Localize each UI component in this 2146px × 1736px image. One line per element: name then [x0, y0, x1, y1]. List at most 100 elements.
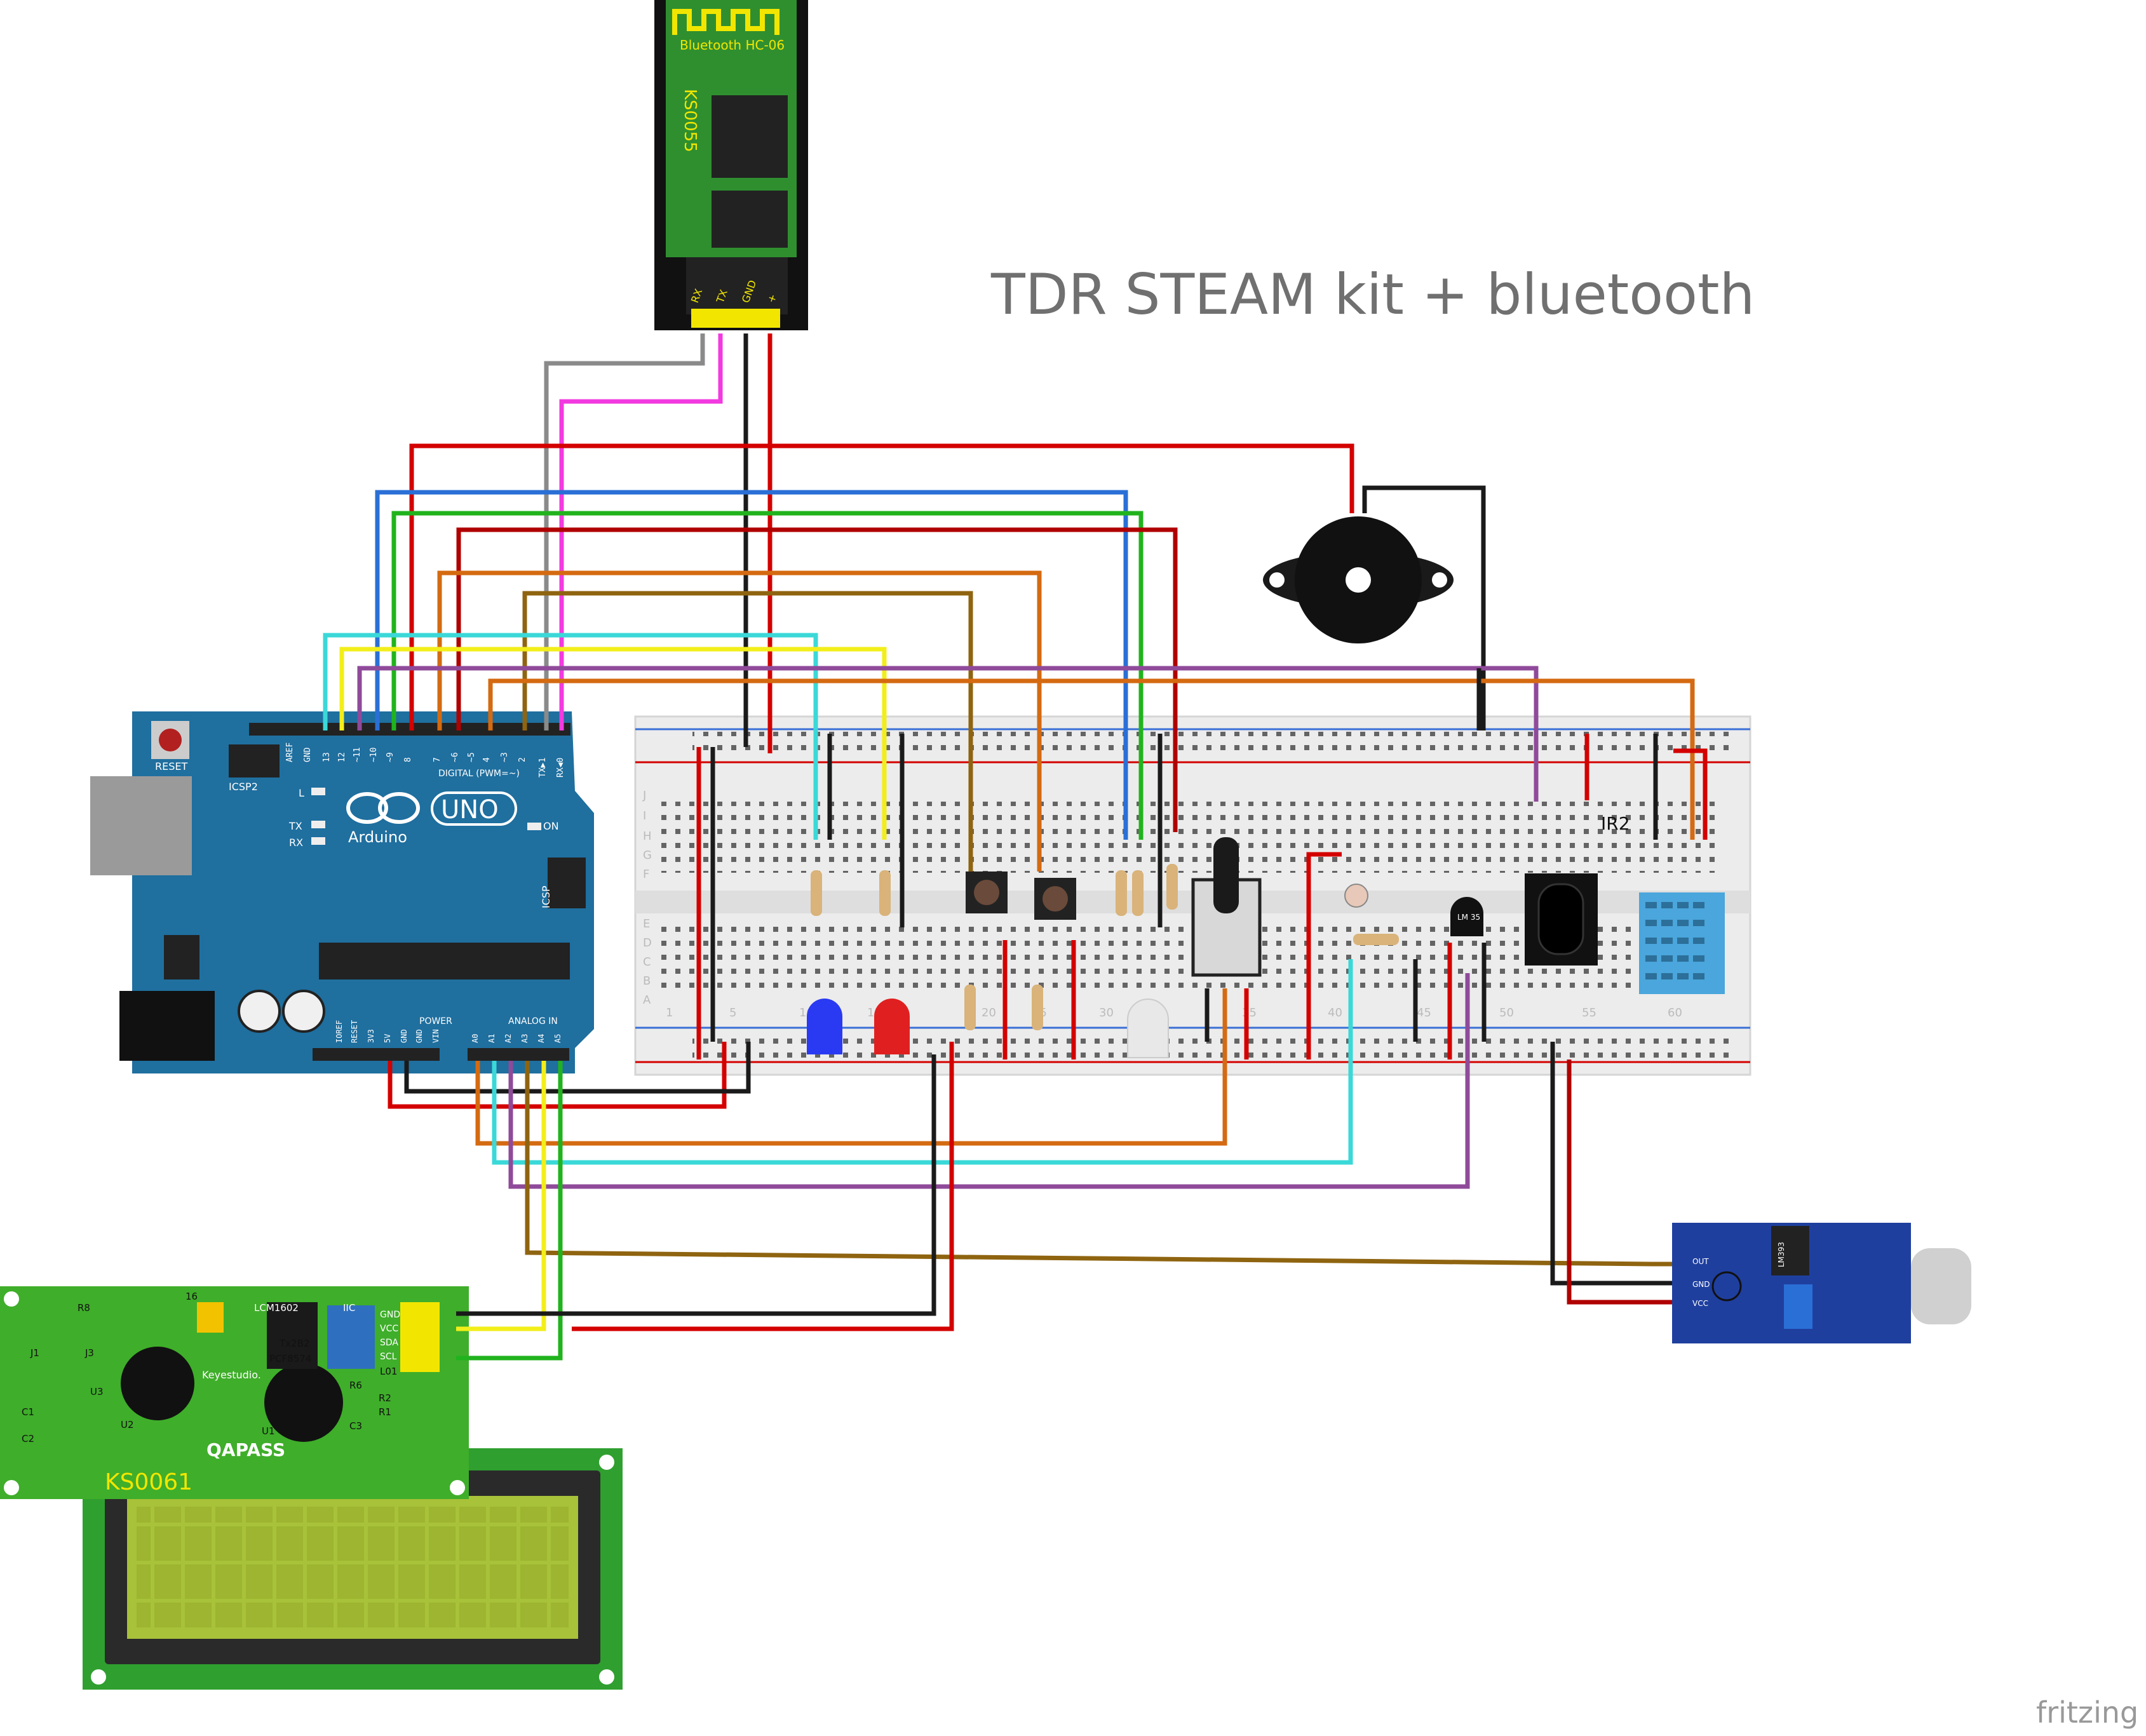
arduino-on-label: ON — [543, 820, 559, 832]
wire-green — [456, 1061, 563, 1361]
lcd-pin-label: SDA — [380, 1338, 398, 1348]
arduino-uno: RESET ICSP2 L TX RX ON UNO Arduino ICSP … — [90, 711, 594, 1073]
lcd-brand: QAPASS — [206, 1439, 285, 1460]
lcd-maker: Keyestudio. — [202, 1369, 261, 1381]
lcd-silkscreen: C2 — [22, 1433, 34, 1444]
arduino-power-pin: IOREF — [335, 1020, 344, 1043]
wire-red — [572, 1042, 954, 1331]
sound-pin-label: GND — [1692, 1280, 1710, 1289]
arduino-digital-pin: 4 — [482, 757, 492, 762]
arduino-power-pin: 3V3 — [367, 1029, 375, 1043]
arduino-icsp2-label: ICSP2 — [229, 781, 258, 793]
bb-row-label: D — [643, 936, 652, 950]
bb-col-label: 1 — [666, 1006, 673, 1019]
wire-black — [456, 1054, 936, 1316]
lcd-silkscreen: R1 — [379, 1406, 391, 1418]
wire-cyan — [323, 633, 818, 840]
lcd-module: KS0061 QAPASS LCM1602 IIC Keyestudio. GN… — [0, 1286, 623, 1690]
lcd-silkscreen: R2 — [379, 1392, 391, 1404]
arduino-digital-pin: ~5 — [467, 752, 476, 762]
lcd-silkscreen: C1 — [22, 1406, 34, 1418]
arduino-rx-label: RX — [289, 837, 303, 849]
lcd-pin-label: GND — [380, 1310, 400, 1320]
arduino-power-pin: RESET — [350, 1020, 359, 1043]
wires — [323, 333, 1708, 1361]
arduino-l-label: L — [299, 787, 304, 799]
arduino-analog-label: ANALOG IN — [508, 1016, 558, 1026]
lcd-silkscreen: 16 — [186, 1291, 198, 1302]
lcd-silkscreen: J1 — [30, 1347, 39, 1359]
bb-row-label: C — [643, 955, 651, 969]
wire-magenta — [559, 333, 723, 730]
wire-orange — [488, 678, 1695, 840]
bb-col-label: 35 — [1242, 1006, 1257, 1019]
lcd-silkscreen: R8 — [78, 1302, 90, 1314]
wire-black — [404, 1042, 751, 1094]
diagram-title: TDR STEAM kit + bluetooth — [990, 262, 1755, 327]
arduino-digital-pin: TX▶1 — [538, 758, 548, 777]
arduino-power-pin: VIN — [431, 1029, 440, 1043]
arduino-power-pin: GND — [400, 1029, 408, 1043]
lm35-label: LM 35 — [1457, 913, 1480, 922]
sound-pin-label: VCC — [1692, 1299, 1708, 1308]
wire-purple — [508, 973, 1470, 1189]
bb-col-label: 30 — [1099, 1006, 1114, 1019]
arduino-digital-pin: ~10 — [369, 748, 379, 762]
bb-col-label: 60 — [1668, 1006, 1682, 1019]
arduino-digital-pin: ~11 — [353, 748, 362, 762]
lcd-silkscreen: PCF8574 — [269, 1353, 311, 1364]
wire-purple — [357, 666, 1539, 802]
buzzer — [1263, 516, 1454, 643]
fritzing-watermark: fritzing — [2036, 1695, 2138, 1730]
wire-brown — [525, 1061, 1672, 1267]
arduino-digital-pin: 8 — [403, 757, 413, 762]
arduino-digital-pin: ~3 — [500, 752, 510, 762]
lcd-silkscreen: R6 — [349, 1380, 362, 1391]
wire-cyan — [492, 959, 1353, 1165]
lcd-silkscreen: Tx2B2 — [279, 1338, 309, 1349]
bluetooth-code: KS0055 — [680, 89, 699, 152]
arduino-analog-pin: A2 — [504, 1034, 513, 1043]
wire-black — [1550, 1042, 1672, 1286]
arduino-digital-pin: 13 — [322, 752, 332, 762]
bb-row-label: I — [643, 809, 646, 823]
lcd-pin-label: SCL — [380, 1352, 397, 1362]
sound-chip: LM393 — [1777, 1242, 1786, 1267]
wire-black — [1362, 485, 1486, 730]
bb-row-label: J — [642, 789, 646, 802]
bluetooth-label: Bluetooth HC-06 — [680, 37, 785, 53]
arduino-analog-pin: A3 — [520, 1034, 529, 1043]
arduino-digital-pin: 2 — [518, 757, 527, 762]
lcd-silkscreen: U3 — [90, 1386, 104, 1397]
wire-green — [391, 511, 1144, 840]
arduino-digital-pin: GND — [303, 747, 313, 762]
bb-col-label: 50 — [1499, 1006, 1514, 1019]
wire-red — [409, 443, 1354, 730]
arduino-digital-pin: AREF — [285, 743, 295, 762]
bb-row-label: A — [643, 993, 651, 1007]
bb-col-label: 45 — [1417, 1006, 1431, 1019]
bluetooth-module: Bluetooth HC-06 KS0055 RX TX GND + — [654, 0, 808, 330]
bb-row-label: F — [643, 868, 649, 881]
bb-col-label: 20 — [982, 1006, 996, 1019]
arduino-digital-pin: ~9 — [386, 752, 395, 762]
bb-col-label: 40 — [1328, 1006, 1342, 1019]
lcd-pin-label: VCC — [380, 1324, 398, 1334]
sound-sensor: OUT GND VCC LM393 — [1672, 1223, 1971, 1343]
arduino-digital-pin: RX◀0 — [556, 758, 565, 777]
lcd-silkscreen: L01 — [380, 1366, 397, 1377]
arduino-digital-pin: 7 — [433, 757, 442, 762]
arduino-icsp-label: ICSP — [540, 885, 552, 908]
bt-pin-label: + — [765, 292, 779, 304]
arduino-analog-pin: A1 — [487, 1034, 496, 1043]
arduino-brand: Arduino — [348, 828, 407, 846]
wire-orange — [437, 570, 1042, 871]
bb-col-label: 5 — [729, 1006, 736, 1019]
arduino-model: UNO — [441, 795, 499, 824]
bb-row-label: G — [643, 849, 652, 862]
lcd-code: KS0061 — [105, 1469, 192, 1495]
bb-row-label: H — [643, 830, 652, 843]
bb-col-label: 55 — [1582, 1006, 1596, 1019]
wire-yellow — [339, 647, 887, 840]
